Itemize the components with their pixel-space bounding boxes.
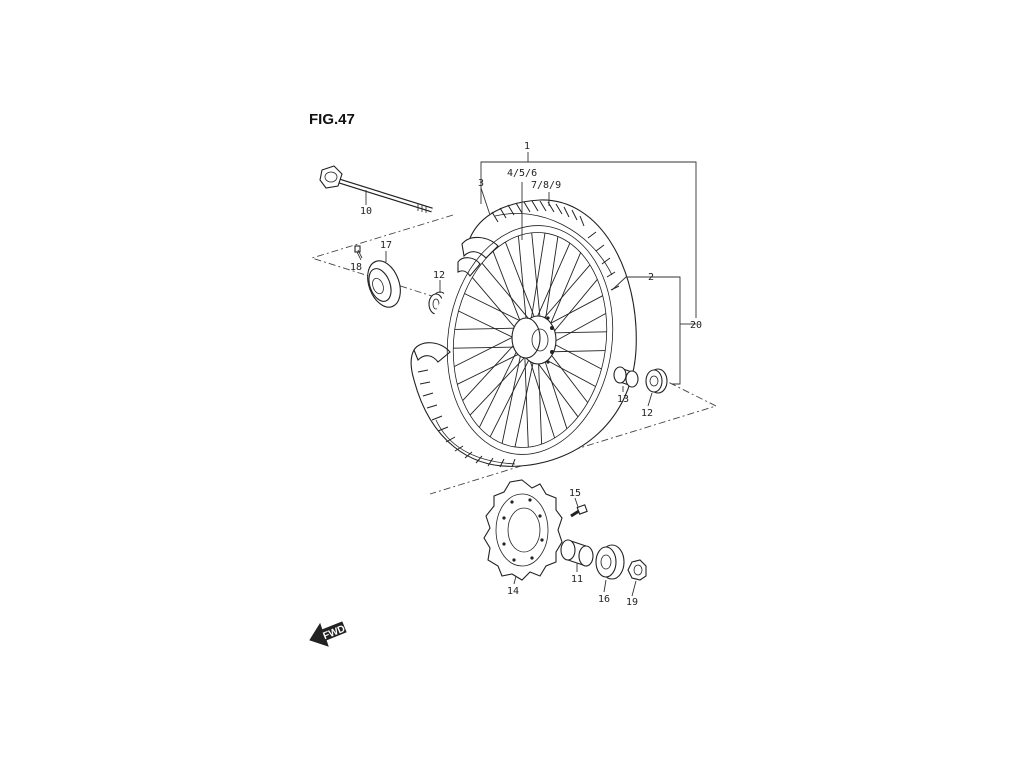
callout-20: 20 [690,320,702,331]
callout-13: 13 [617,394,629,405]
figure-title: FIG.47 [309,111,355,128]
wheel-assembly [410,199,637,468]
collar-part [560,539,594,567]
bearing-right-part [645,368,668,394]
brake-disc-part [483,479,563,581]
callout-3: 3 [478,178,484,189]
callout-19: 19 [626,597,638,608]
callout-labels: 1 3 4/5/6 7/8/9 2 20 10 17 18 12 13 12 1… [350,141,702,608]
wheel-spoke [526,350,556,439]
callout-7-8-9: 7/8/9 [531,180,561,191]
callout-2: 2 [648,272,654,283]
callout-10: 10 [360,206,372,217]
seal-part [595,544,625,580]
fwd-label: FWD [322,623,347,642]
spacer-part [613,366,639,388]
wheel-spoke [504,241,540,331]
callout-12-right: 12 [641,408,653,419]
bolt-part [354,245,362,261]
callout-14: 14 [507,586,519,597]
callout-18: 18 [350,262,362,273]
nut-part [627,559,647,581]
callout-11: 11 [571,574,583,585]
fwd-arrow-icon: FWD [309,621,347,647]
wheel-spoke [524,346,529,448]
callout-12-left: 12 [433,270,445,281]
gear-cover-part [367,260,401,308]
callout-16: 16 [598,594,610,605]
wheel-spoke [481,262,537,328]
callout-15: 15 [569,488,581,499]
axle-part [319,165,433,213]
callout-4-5-6: 4/5/6 [507,168,537,179]
disc-bolt-part [570,504,588,518]
callout-17: 17 [380,240,392,251]
leader-lines [357,152,697,597]
callout-1: 1 [524,141,530,152]
